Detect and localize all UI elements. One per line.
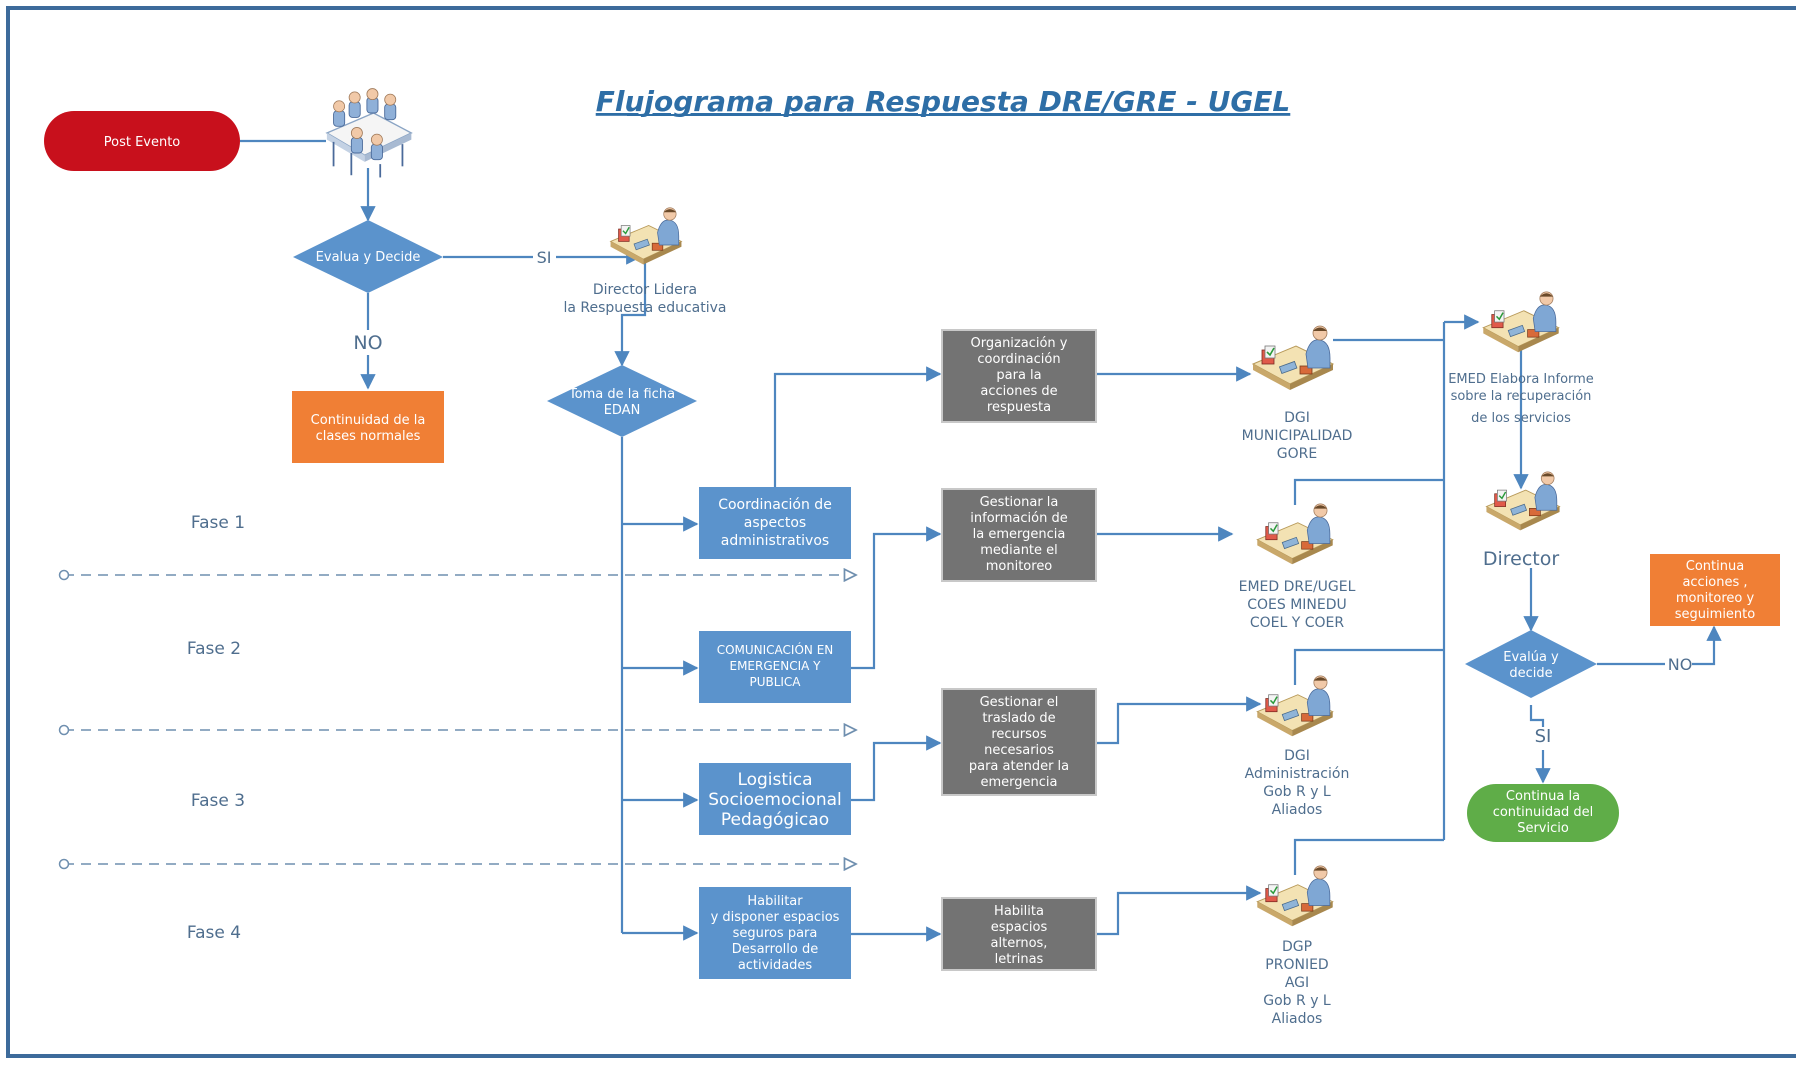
director-lead-label: la Respuesta educativa: [563, 300, 726, 316]
phase-label: Fase 2: [187, 639, 241, 659]
action-line: Desarrollo de: [732, 942, 818, 957]
decision-evalua-decide[interactable]: Evalua y Decide: [293, 220, 443, 293]
action-line: COMUNICACIÓN EN: [717, 642, 834, 657]
actor-line: MUNICIPALIDAD: [1242, 428, 1353, 444]
decision-evalua-decide-2[interactable]: Evalúa y decide: [1465, 630, 1597, 698]
phase-label: Fase 4: [187, 923, 241, 943]
task-box-organizacion[interactable]: Organización y coordinación para la acci…: [941, 329, 1097, 423]
task-line: espacios: [991, 920, 1048, 935]
box-line: monitoreo y: [1676, 591, 1755, 606]
task-line: coordinación: [977, 352, 1060, 367]
task-line: traslado de: [982, 711, 1055, 726]
director-label: Director: [1483, 548, 1560, 570]
box-line: clases normales: [316, 429, 421, 444]
task-line: letrinas: [995, 952, 1044, 967]
actor-line: PRONIED: [1265, 957, 1328, 973]
action-line: Logistica: [737, 770, 812, 790]
action-line: Pedagógicao: [721, 810, 829, 830]
phase-label: Fase 1: [191, 513, 245, 533]
task-line: Organización y: [971, 336, 1068, 351]
actor-line: Aliados: [1272, 802, 1323, 818]
box-line: Continua: [1686, 559, 1744, 574]
start-node[interactable]: Post Evento: [44, 111, 240, 171]
action-line: Habilitar: [747, 894, 803, 909]
connectors: [240, 139, 1722, 942]
actor-line: DGI: [1284, 748, 1310, 764]
continue-actions-box[interactable]: Continua acciones , monitoreo y seguimie…: [1650, 554, 1780, 626]
emed-line: EMED Elabora Informe: [1448, 372, 1594, 387]
continuity-normal-box[interactable]: Continuidad de la clases normales: [292, 391, 444, 463]
yes-label: SI: [537, 248, 552, 267]
emed-line: sobre la recuperación: [1451, 389, 1592, 404]
edan-line: Toma de la ficha: [568, 387, 675, 402]
actor-line: Aliados: [1272, 1011, 1323, 1027]
action-line: PUBLICA: [749, 675, 801, 689]
action-box-habilitar[interactable]: Habilitar y disponer espacios seguros pa…: [699, 887, 851, 979]
action-line: EMERGENCIA Y: [730, 659, 822, 673]
action-box-coordinacion[interactable]: Coordinación de aspectos administrativos: [699, 487, 851, 559]
decision2-line: Evalúa y: [1503, 650, 1559, 665]
action-line: seguros para: [733, 926, 818, 941]
task-line: mediante el: [980, 543, 1058, 558]
no-label: NO: [353, 332, 382, 354]
task-box-habilita-espacios[interactable]: Habilita espacios alternos, letrinas: [941, 897, 1097, 971]
frame-border: [6, 6, 1796, 1058]
task-box-gestionar-traslado[interactable]: Gestionar el traslado de recursos necesa…: [941, 688, 1097, 796]
emed-line: de los servicios: [1471, 411, 1571, 426]
task-line: monitoreo: [986, 559, 1053, 574]
actor-line: Gob R y L: [1263, 784, 1331, 800]
task-line: Habilita: [994, 904, 1044, 919]
actor-line: EMED DRE/UGEL: [1239, 579, 1356, 595]
task-line: la emergencia: [973, 527, 1066, 542]
box-line: Continuidad de la: [311, 413, 426, 428]
task-line: para atender la: [969, 759, 1069, 774]
decision-edan[interactable]: Toma de la ficha EDAN: [547, 365, 697, 437]
service-line: Servicio: [1517, 821, 1569, 836]
continue-service-node[interactable]: Continua la continuidad del Servicio: [1467, 784, 1619, 842]
actor-line: COES MINEDU: [1247, 597, 1347, 613]
task-line: acciones de: [980, 384, 1057, 399]
task-box-gestionar-informacion[interactable]: Gestionar la información de la emergenci…: [941, 488, 1097, 582]
actor-line: Administración: [1245, 766, 1350, 782]
edan-line: EDAN: [604, 403, 641, 418]
task-line: respuesta: [987, 400, 1051, 415]
actor-line: DGI: [1284, 410, 1310, 426]
decision2-line: decide: [1509, 666, 1552, 681]
actor-line: AGI: [1285, 975, 1309, 991]
task-line: necesarios: [984, 743, 1054, 758]
box-line: acciones ,: [1682, 575, 1747, 590]
action-line: aspectos: [744, 515, 806, 531]
task-line: Gestionar el: [980, 695, 1059, 710]
decision-label: Evalua y Decide: [316, 250, 421, 265]
task-line: información de: [970, 511, 1067, 526]
task-line: emergencia: [981, 775, 1058, 790]
start-label: Post Evento: [104, 135, 181, 150]
action-line: administrativos: [721, 533, 829, 549]
yes-label: SI: [1535, 726, 1552, 747]
task-line: para la: [996, 368, 1041, 383]
action-line: y disponer espacios: [711, 910, 840, 925]
actor-line: COEL Y COER: [1250, 615, 1345, 631]
action-box-comunicacion[interactable]: COMUNICACIÓN EN EMERGENCIA Y PUBLICA: [699, 631, 851, 703]
no-label: NO: [1668, 655, 1693, 674]
task-line: alternos,: [991, 936, 1048, 951]
actor-line: Gob R y L: [1263, 993, 1331, 1009]
diagram-title: Flujograma para Respuesta DRE/GRE - UGEL: [596, 85, 1291, 118]
phase-label: Fase 3: [191, 791, 245, 811]
director-lead-label: Director Lidera: [593, 282, 697, 298]
action-line: actividades: [738, 958, 813, 973]
action-box-logistica[interactable]: Logistica Socioemocional Pedagógicao: [699, 763, 851, 835]
task-line: Gestionar la: [980, 495, 1059, 510]
actor-line: DGP: [1282, 939, 1312, 955]
action-line: Socioemocional: [708, 790, 841, 810]
actor-line: GORE: [1277, 446, 1317, 462]
box-line: seguimiento: [1675, 607, 1755, 622]
task-line: recursos: [991, 727, 1047, 742]
service-line: Continua la: [1506, 789, 1580, 804]
service-line: continuidad del: [1493, 805, 1594, 820]
action-line: Coordinación de: [718, 497, 832, 513]
